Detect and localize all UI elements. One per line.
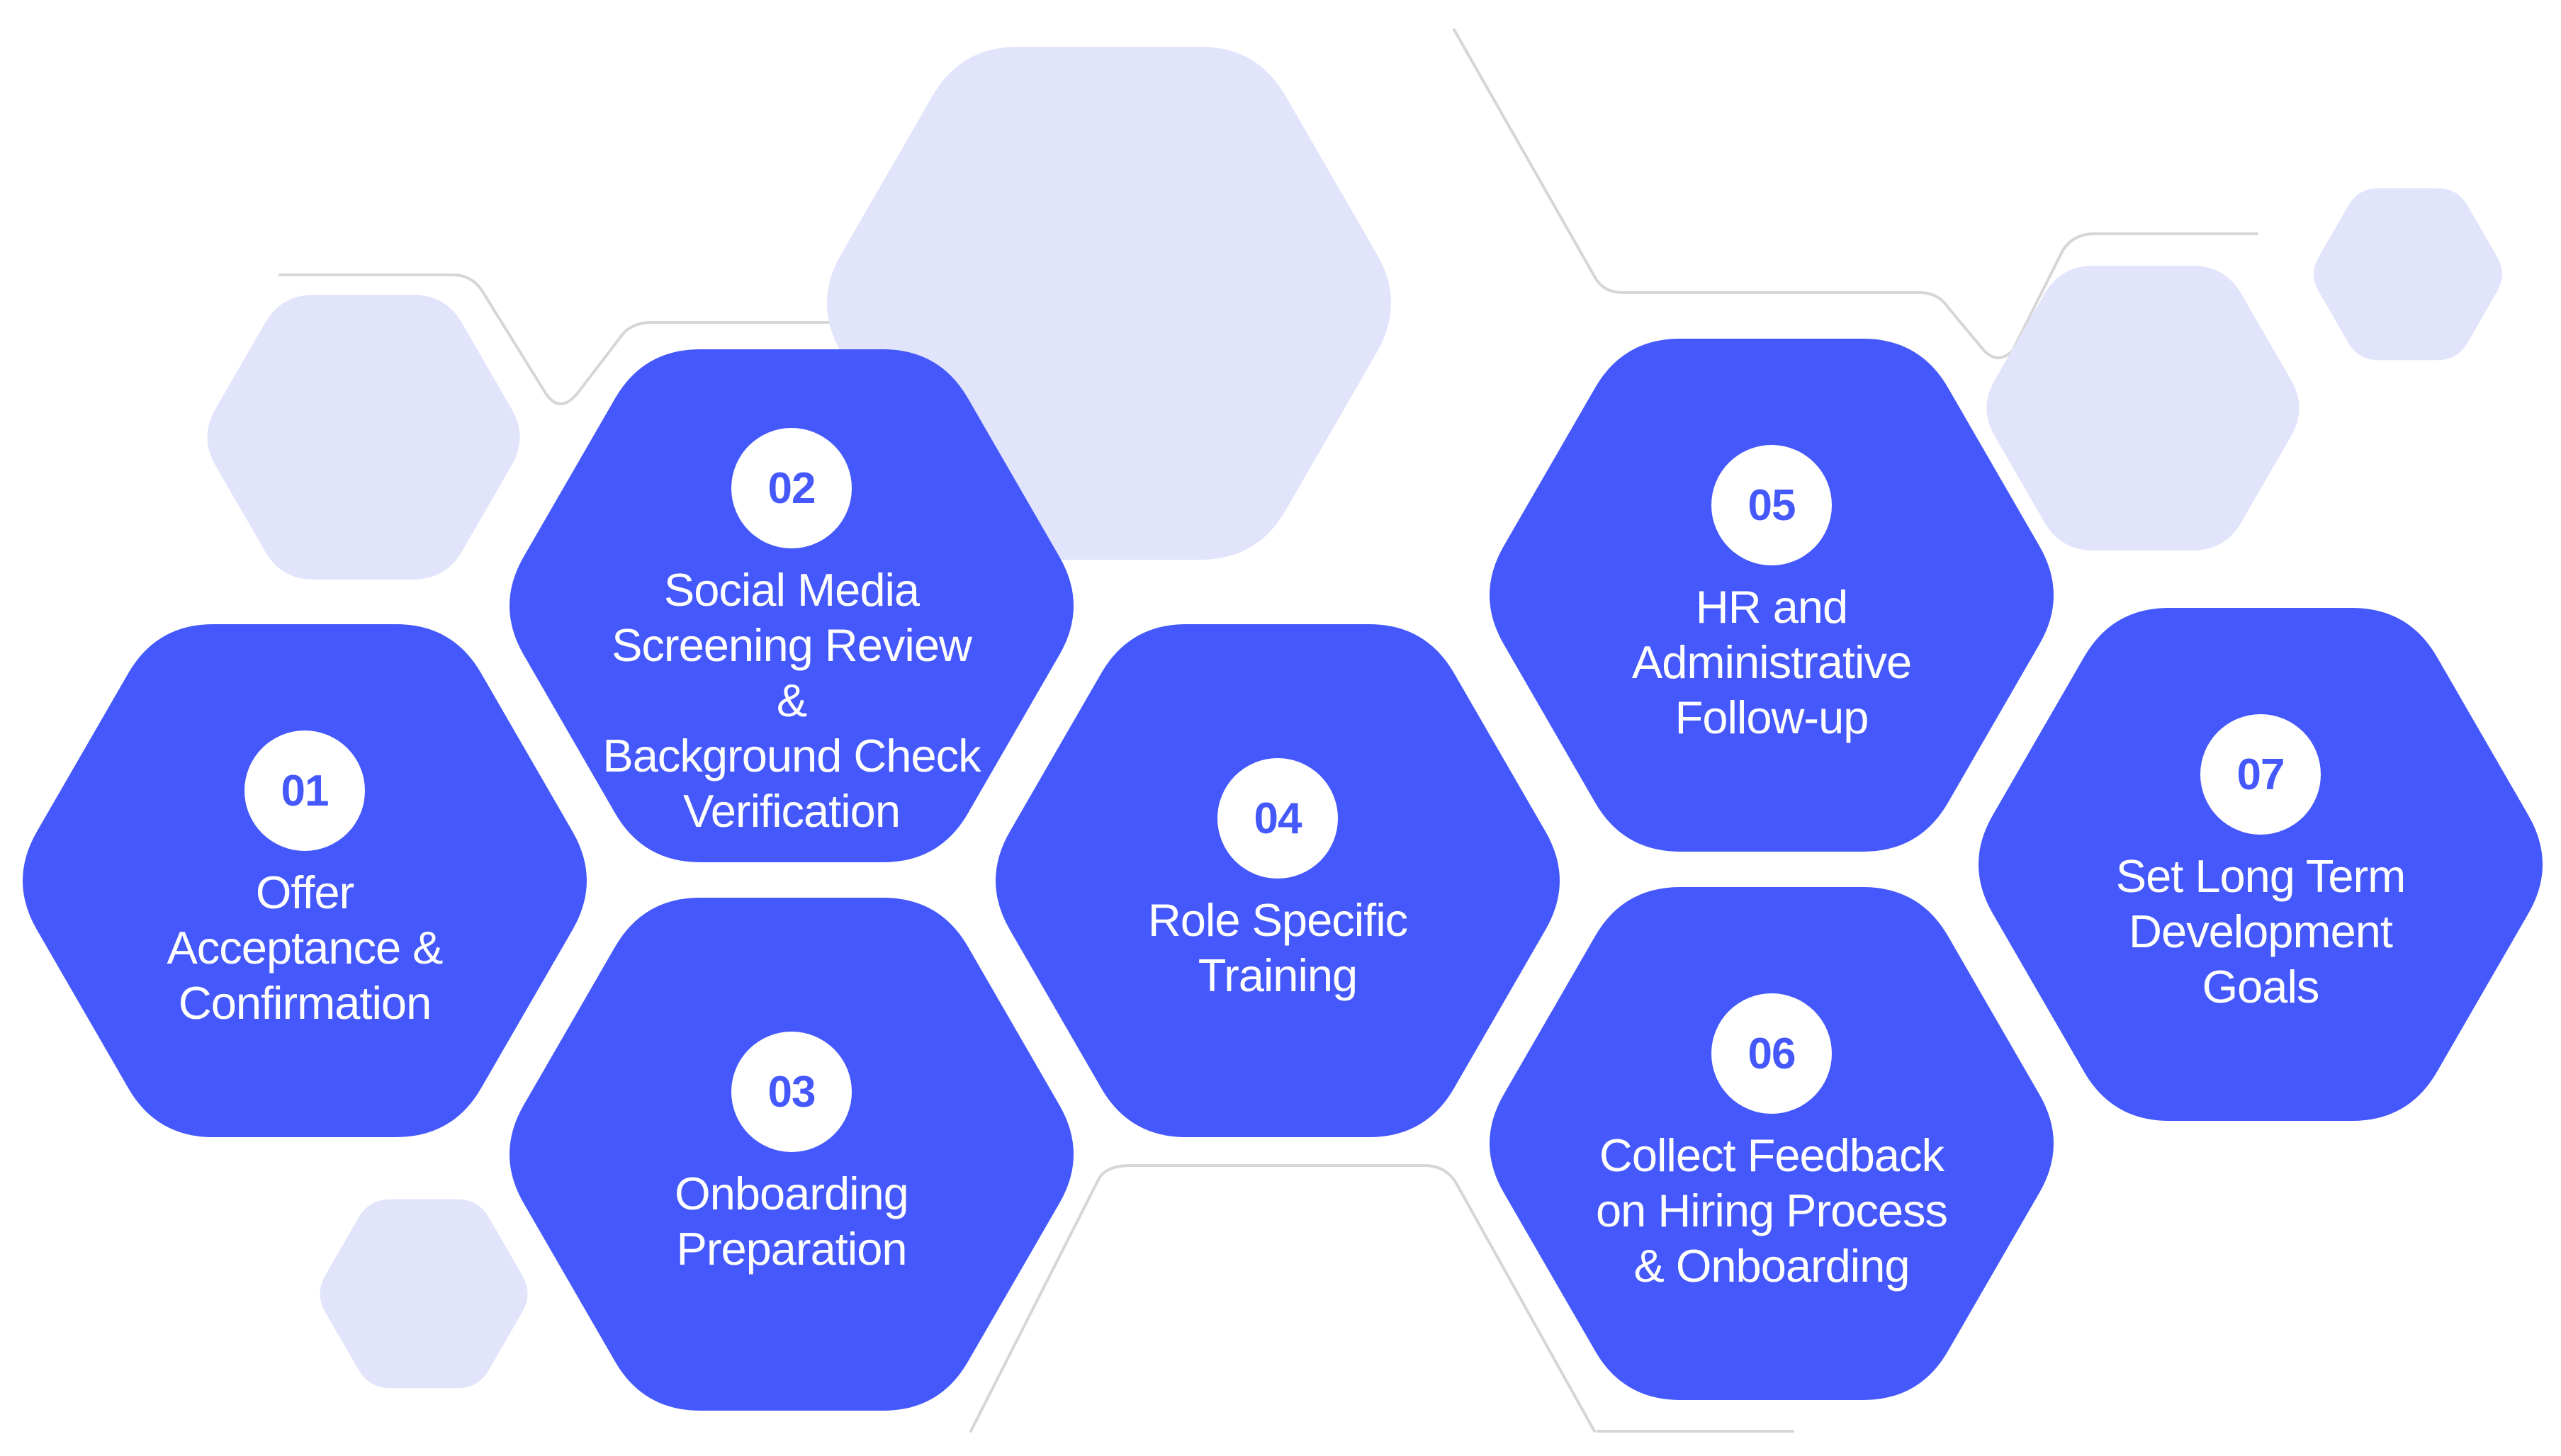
step-label: HR and Administrative Follow-up xyxy=(1631,581,1912,743)
step-hexagon xyxy=(996,624,1560,1137)
step-number-badge: 01 xyxy=(244,730,365,851)
step-hexagon xyxy=(1490,339,2054,852)
step-hexagons xyxy=(23,339,2543,1411)
step-number-badge: 06 xyxy=(1711,993,1832,1114)
step-label: Social Media Screening Review & Backgrou… xyxy=(602,564,981,837)
step-hexagon xyxy=(23,624,587,1137)
decorative-hexagon xyxy=(207,295,520,580)
step-label: Offer Acceptance & Confirmation xyxy=(167,867,443,1029)
decorative-hexagon xyxy=(2314,188,2502,361)
step-hexagon xyxy=(510,349,1074,862)
step-number-badge: 02 xyxy=(731,428,852,548)
decorative-hexagon xyxy=(320,1199,528,1389)
step-label: Set Long Term Development Goals xyxy=(2115,850,2407,1012)
step-label: Role Specific Training xyxy=(1147,894,1408,1001)
step-number-badge: 05 xyxy=(1711,445,1832,565)
decorative-hexagon xyxy=(1986,266,2300,551)
step-number-badge: 04 xyxy=(1217,758,1338,879)
connector-lines xyxy=(278,28,2258,1433)
decorative-hexagons xyxy=(207,47,2502,1389)
step-hexagon xyxy=(1490,887,2054,1400)
connector-line xyxy=(278,273,930,405)
step-hexagon xyxy=(510,898,1074,1411)
step-label: Collect Feedback on Hiring Process & Onb… xyxy=(1596,1129,1948,1292)
connector-line xyxy=(969,1164,1596,1433)
step-number-badge: 07 xyxy=(2200,714,2321,835)
step-label: Onboarding Preparation xyxy=(675,1168,909,1275)
connector-line xyxy=(1453,28,2258,359)
step-number-badge: 03 xyxy=(731,1032,852,1152)
step-hexagon xyxy=(1979,608,2543,1121)
